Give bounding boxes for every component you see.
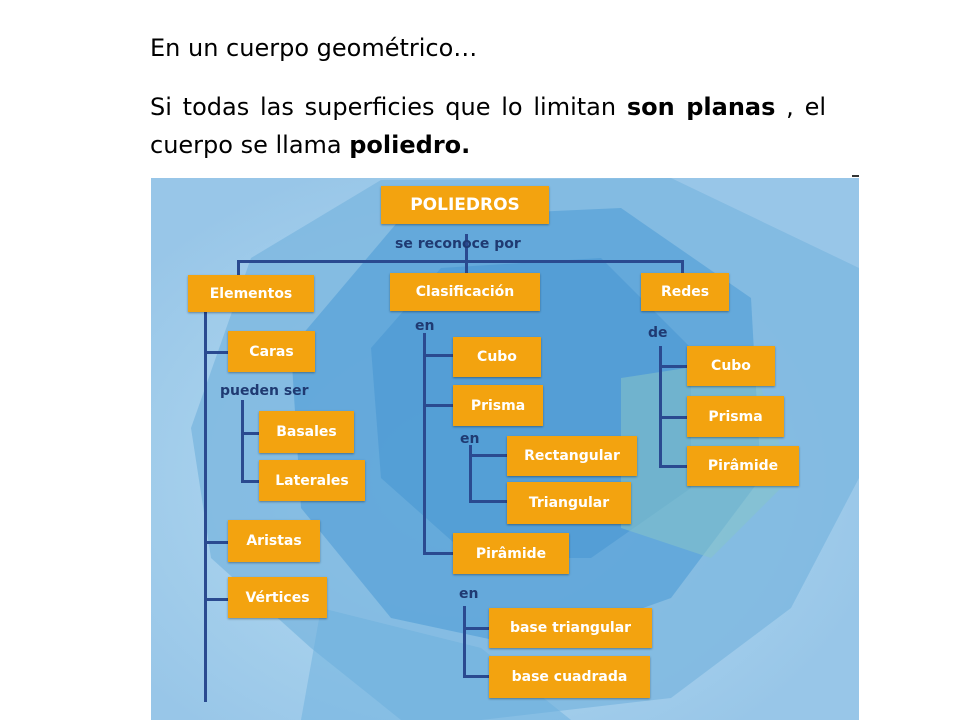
node-clasificacion: Clasificación [390,273,540,311]
link-de: de [648,325,668,341]
node-piramide-redes: Pirâmide [687,446,799,486]
definition-paragraph: Si todas las superficies que lo limitan … [150,88,826,164]
node-cubo-clasificacion: Cubo [453,337,541,377]
connector [659,365,687,368]
concept-map: POLIEDROS se reconoce por Elementos Clas… [151,178,859,720]
node-prisma-clasificacion: Prisma [453,385,543,426]
node-laterales: Laterales [259,460,365,501]
node-elementos: Elementos [188,275,314,312]
connector [469,445,472,503]
paragraph-bold-2: poliedro. [349,131,471,159]
node-caras: Caras [228,331,315,372]
connector [204,598,240,601]
paragraph-text-1: Si todas las superficies que lo limitan [150,93,627,121]
slide-heading: En un cuerpo geométrico… [150,34,478,62]
connector [659,346,662,468]
node-base-triangular: base triangular [489,608,652,648]
link-en-piramide: en [459,586,479,602]
connector [463,627,489,630]
connector [469,454,507,457]
connector [465,234,468,262]
link-en: en [415,318,435,334]
connector [681,260,684,280]
connector [463,606,466,678]
node-triangular: Triangular [507,482,631,524]
connector [659,416,687,419]
connector [465,260,468,280]
connector [423,404,453,407]
connector [204,312,207,702]
connector [241,432,259,435]
connector [204,541,240,544]
connector [659,465,687,468]
connector [237,260,684,263]
connector [423,354,453,357]
node-basales: Basales [259,411,354,453]
connector [241,480,259,483]
connector [237,260,240,280]
node-vertices: Vértices [228,577,327,618]
connector [463,675,489,678]
connector [423,333,426,555]
paragraph-bold-1: son planas [626,93,776,121]
connector [204,351,228,354]
connector [241,400,244,482]
node-poliedros: POLIEDROS [381,186,549,224]
link-pueden-ser: pueden ser [220,383,309,399]
node-rectangular: Rectangular [507,436,637,476]
connector [469,500,507,503]
node-prisma-redes: Prisma [687,396,784,437]
node-cubo-redes: Cubo [687,346,775,386]
node-aristas: Aristas [228,520,320,562]
node-redes: Redes [641,273,729,311]
node-base-cuadrada: base cuadrada [489,656,650,698]
node-piramide-clasificacion: Pirâmide [453,533,569,574]
link-se-reconoce-por: se reconoce por [395,236,521,252]
edge-mark [852,175,859,177]
connector [423,552,453,555]
paragraph-text-2: , el cuerpo se llama [150,93,827,159]
link-en-prisma: en [460,431,480,447]
